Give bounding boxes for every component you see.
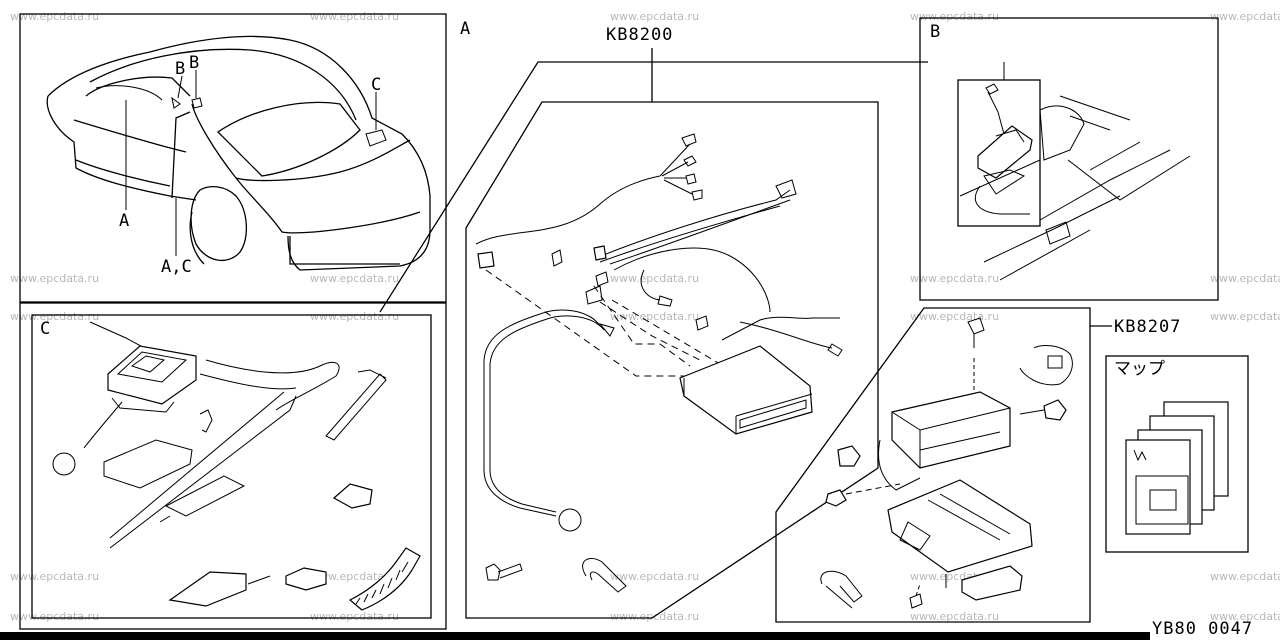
watermark-text: www.epcdata.ru <box>610 272 699 285</box>
watermark-text: www.epcdata.ru <box>10 10 99 23</box>
vehicle-overview-panel: B B C A A,C <box>19 13 447 303</box>
watermark-text: www.epcdata.ru <box>1210 310 1280 323</box>
watermark-text: www.epcdata.ru <box>910 310 999 323</box>
watermark-text: www.epcdata.ru <box>10 570 99 583</box>
bottom-rule <box>0 632 1150 640</box>
watermark-text: www.epcdata.ru <box>910 272 999 285</box>
watermark-text: www.epcdata.ru <box>910 610 999 623</box>
watermark-text: www.epcdata.ru <box>10 272 99 285</box>
watermark-text: www.epcdata.ru <box>1210 10 1280 23</box>
watermark-text: www.epcdata.ru <box>310 10 399 23</box>
watermark-text: www.epcdata.ru <box>10 310 99 323</box>
view-b-label: B <box>930 22 940 42</box>
map-label: マップ <box>1114 359 1165 379</box>
watermark-text: www.epcdata.ru <box>610 570 699 583</box>
map-panel: マップ <box>1105 355 1249 553</box>
kb8200-panel: KB8200 <box>379 25 928 619</box>
view-c-label: C <box>40 319 50 339</box>
watermark-text: www.epcdata.ru <box>310 570 399 583</box>
callout-a-c: A,C <box>161 257 192 277</box>
watermark-layer: www.epcdata.ru www.epcdata.ru www.epcdata.… <box>10 10 1280 623</box>
view-b-panel: B <box>919 17 1219 301</box>
callout-a: A <box>119 211 129 231</box>
kb8207-part-code: KB8207 <box>1114 317 1181 337</box>
watermark-text: www.epcdata.ru <box>1210 570 1280 583</box>
view-c-panel: C <box>19 302 447 630</box>
callout-b-2: B <box>189 53 199 73</box>
watermark-text: www.epcdata.ru <box>310 310 399 323</box>
kb8200-part-code: KB8200 <box>606 25 673 45</box>
footer-code: YB80 0047 <box>1152 619 1253 639</box>
watermark-text: www.epcdata.ru <box>610 310 699 323</box>
kb8207-panel: KB8207 <box>775 307 1181 623</box>
watermark-text: www.epcdata.ru <box>310 610 399 623</box>
watermark-text: www.epcdata.ru <box>1210 610 1280 623</box>
callout-b-1: B <box>175 59 185 79</box>
watermark-text: www.epcdata.ru <box>310 272 399 285</box>
watermark-text: www.epcdata.ru <box>10 610 99 623</box>
watermark-text: www.epcdata.ru <box>1210 272 1280 285</box>
callout-c: C <box>371 75 381 95</box>
watermark-text: www.epcdata.ru <box>610 10 699 23</box>
watermark-text: www.epcdata.ru <box>910 10 999 23</box>
view-a-label: A <box>460 19 470 39</box>
